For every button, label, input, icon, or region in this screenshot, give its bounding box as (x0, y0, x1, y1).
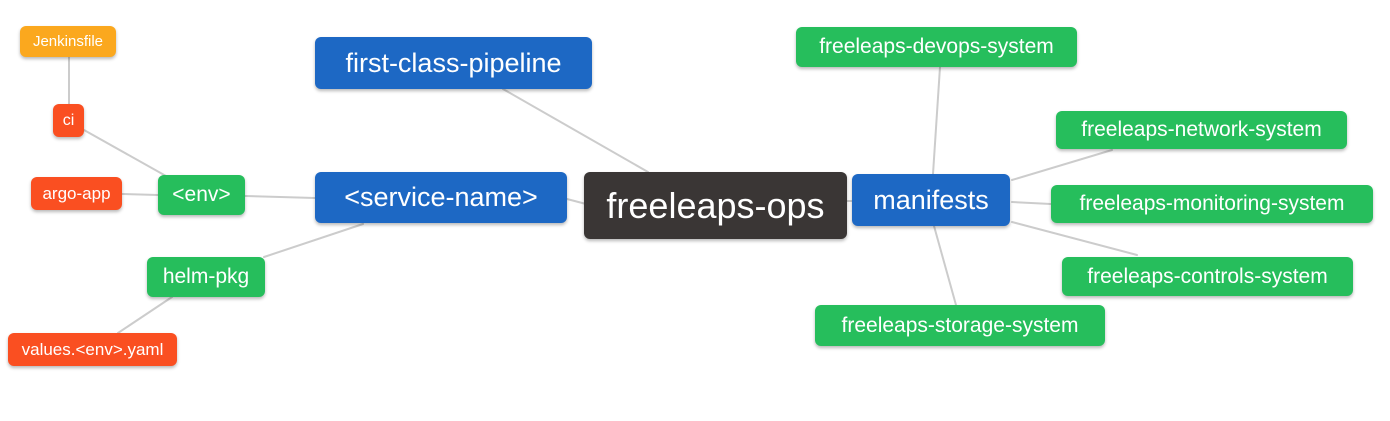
node-helm-pkg[interactable]: helm-pkg (147, 257, 265, 297)
edge-argo-app-env (121, 193, 159, 196)
node-freeleaps-devops-system[interactable]: freeleaps-devops-system (796, 27, 1077, 67)
node-service-name[interactable]: <service-name> (315, 172, 567, 223)
edge-manifests-monitoring-system (1011, 201, 1052, 205)
node-freeleaps-network-system[interactable]: freeleaps-network-system (1056, 111, 1347, 149)
edge-service-name-freeleaps-ops (566, 198, 587, 205)
edge-first-class-pipeline-freeleaps-ops (502, 88, 649, 173)
edge-manifests-network-system (1011, 149, 1113, 181)
node-jenkinsfile[interactable]: Jenkinsfile (20, 26, 116, 57)
edge-manifests-controls-system (1011, 221, 1138, 256)
edge-helm-pkg-values-env-yaml (117, 296, 173, 334)
node-manifests[interactable]: manifests (852, 174, 1010, 226)
node-ci[interactable]: ci (53, 104, 84, 137)
node-argo-app[interactable]: argo-app (31, 177, 122, 210)
node-first-class-pipeline[interactable]: first-class-pipeline (315, 37, 592, 89)
node-freeleaps-storage-system[interactable]: freeleaps-storage-system (815, 305, 1105, 346)
node-freeleaps-ops[interactable]: freeleaps-ops (584, 172, 847, 239)
edge-service-name-helm-pkg (263, 223, 364, 258)
node-env[interactable]: <env> (158, 175, 245, 215)
edge-env-service-name (244, 195, 316, 199)
node-values-env-yaml[interactable]: values.<env>.yaml (8, 333, 177, 366)
node-freeleaps-monitoring-system[interactable]: freeleaps-monitoring-system (1051, 185, 1373, 223)
node-freeleaps-controls-system[interactable]: freeleaps-controls-system (1062, 257, 1353, 296)
edge-manifests-storage-system (933, 225, 957, 306)
edge-ci-env (83, 129, 167, 177)
edge-manifests-devops-system (932, 66, 941, 175)
